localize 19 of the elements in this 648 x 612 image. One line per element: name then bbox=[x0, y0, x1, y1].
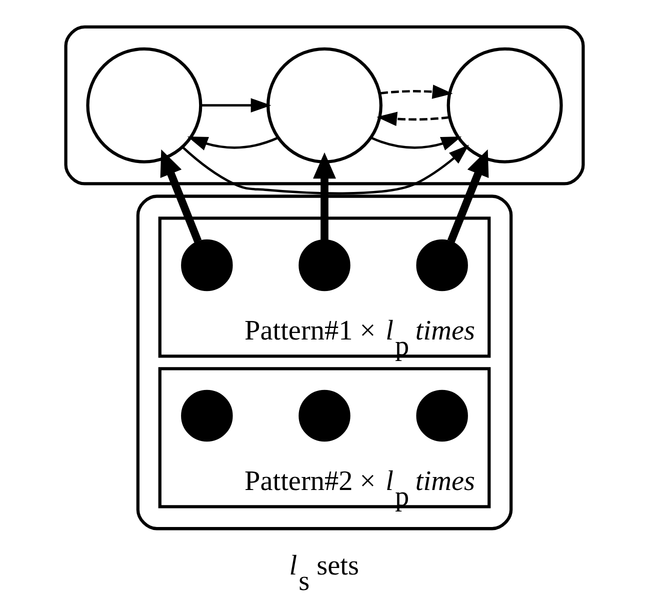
node-circle bbox=[266, 47, 382, 164]
arrow bbox=[380, 84, 452, 99]
arrow bbox=[312, 152, 336, 240]
cluster bbox=[64, 25, 584, 186]
node-circle bbox=[298, 239, 350, 292]
node-circle bbox=[298, 390, 350, 442]
node-circle bbox=[416, 390, 468, 442]
arrow bbox=[186, 136, 278, 150]
cluster bbox=[136, 194, 512, 530]
arrow bbox=[160, 149, 202, 243]
arrow bbox=[446, 149, 488, 243]
arrow bbox=[200, 98, 271, 112]
node-circle bbox=[86, 47, 202, 164]
node-circle bbox=[416, 239, 468, 292]
arrow bbox=[181, 144, 469, 195]
arrow bbox=[370, 136, 462, 150]
node-circle bbox=[180, 390, 232, 442]
node-circle bbox=[180, 239, 232, 292]
arrow bbox=[376, 112, 449, 126]
